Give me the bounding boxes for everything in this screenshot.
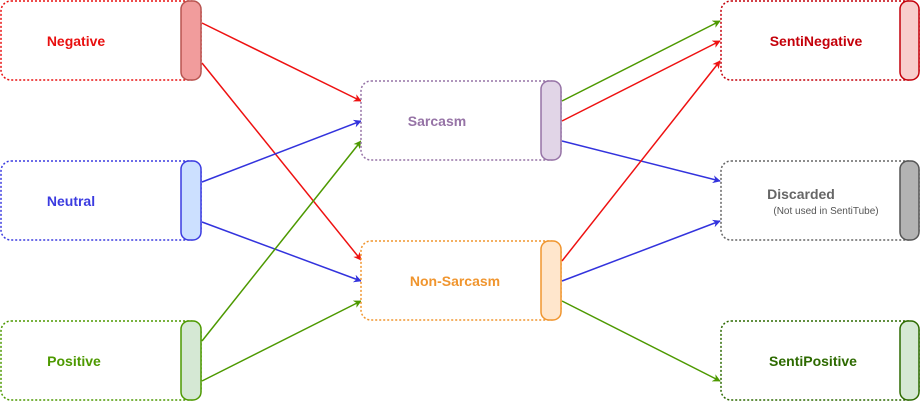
node-tab <box>180 160 202 241</box>
node-label: Negative <box>47 33 106 49</box>
edge-sarcasm-senti-negative <box>561 40 721 122</box>
edge-non-sarcasm-senti-negative <box>561 60 721 262</box>
node-tab <box>899 320 920 401</box>
node-sarcasm: Sarcasm <box>360 80 562 161</box>
node-tab <box>540 240 562 321</box>
node-senti-positive: SentiPositive <box>720 320 920 401</box>
node-tab <box>899 160 920 241</box>
node-label: SentiNegative <box>770 33 863 49</box>
node-neutral: Neutral <box>0 160 202 241</box>
edge-non-sarcasm-senti-positive <box>561 300 721 382</box>
edge-positive-non-sarcasm <box>201 300 362 382</box>
edge-neutral-non-sarcasm <box>201 221 362 283</box>
edge-sarcasm-senti-positive <box>561 20 721 102</box>
node-label: Neutral <box>47 193 95 209</box>
edge-positive-sarcasm <box>201 140 362 342</box>
node-non-sarcasm: Non-Sarcasm <box>360 240 562 321</box>
node-positive: Positive <box>0 320 202 401</box>
edge-neutral-sarcasm <box>201 119 362 183</box>
node-tab <box>180 320 202 401</box>
node-tab <box>899 0 920 81</box>
edges <box>201 20 721 382</box>
node-label: SentiPositive <box>769 353 857 369</box>
node-label: Non-Sarcasm <box>410 273 500 289</box>
node-label: Positive <box>47 353 101 369</box>
node-senti-negative: SentiNegative <box>720 0 920 81</box>
node-tab <box>540 80 562 161</box>
node-label: Sarcasm <box>408 113 466 129</box>
edge-negative-non-sarcasm <box>201 62 362 261</box>
node-negative: Negative <box>0 0 202 81</box>
node-tab <box>180 0 202 81</box>
edge-non-sarcasm-discarded <box>561 219 721 282</box>
edge-negative-sarcasm <box>201 22 362 102</box>
node-sublabel: (Not used in SentiTube) <box>773 206 878 217</box>
node-discarded: Discarded (Not used in SentiTube) <box>720 160 920 241</box>
node-label: Discarded <box>767 186 835 202</box>
